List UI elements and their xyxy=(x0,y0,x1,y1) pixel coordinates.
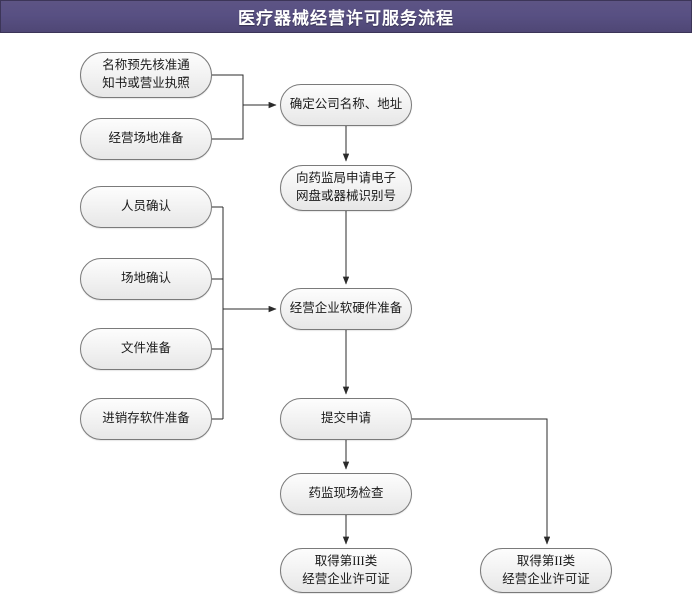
node-enterprise-hardware-software-prep[interactable]: 经营企业软硬件准备 xyxy=(280,288,412,330)
node-name-approval-or-license[interactable]: 名称预先核准通 知书或营业执照 xyxy=(80,52,212,98)
node-inventory-software-preparation[interactable]: 进销存软件准备 xyxy=(80,398,212,440)
node-class-ii-license[interactable]: 取得第II类 经营企业许可证 xyxy=(480,548,612,593)
edge-n1-bus xyxy=(212,74,244,105)
node-document-preparation[interactable]: 文件准备 xyxy=(80,328,212,370)
node-onsite-inspection[interactable]: 药监现场检查 xyxy=(280,473,412,515)
node-confirm-company-name-address[interactable]: 确定公司名称、地址 xyxy=(280,84,412,126)
node-submit-application[interactable]: 提交申请 xyxy=(280,398,412,440)
edge-n10-n13 xyxy=(412,418,551,545)
page-title-bar: 医疗器械经营许可服务流程 xyxy=(0,0,692,33)
node-business-site-preparation[interactable]: 经营场地准备 xyxy=(80,118,212,160)
node-apply-edrive-or-device-id[interactable]: 向药监局申请电子 网盘或器械识别号 xyxy=(280,165,412,211)
edge-n2-bus xyxy=(212,105,244,140)
node-class-iii-license[interactable]: 取得第III类 经营企业许可证 xyxy=(280,548,412,593)
node-site-confirmation[interactable]: 场地确认 xyxy=(80,258,212,300)
page-title: 医疗器械经营许可服务流程 xyxy=(238,9,454,28)
node-personnel-confirmation[interactable]: 人员确认 xyxy=(80,186,212,228)
